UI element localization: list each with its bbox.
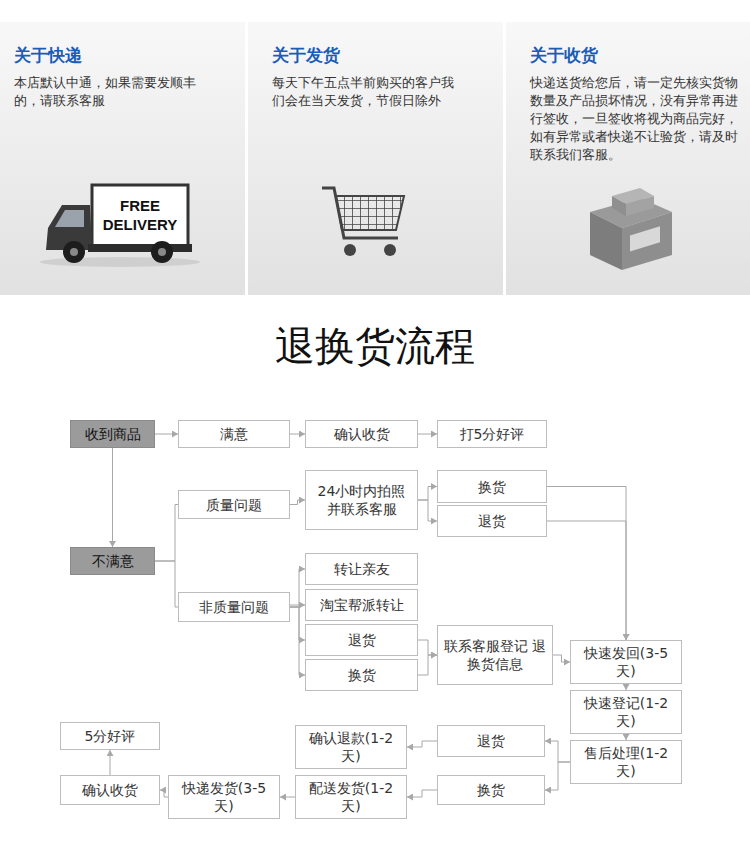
start-box: 收到商品 [70,420,155,448]
box-text: 淘宝帮派转让 [320,596,404,614]
process-box: 联系客服登记 退换货信息 [437,625,553,685]
box-text: 退货 [477,732,505,750]
flow-arrow [110,750,111,775]
panel-ground [248,22,503,295]
box-text: 确认退款(1-2天) [300,729,402,765]
flow-arrow [418,487,437,501]
flow-arrow [112,448,113,547]
panel-heading: 关于发货 [272,44,503,66]
truck-sign: FREE DELIVERY [94,196,186,234]
box-text: 满意 [220,425,248,443]
process-box: 快速登记(1-2天) [570,690,682,734]
process-box: 退货 [305,624,418,656]
flow-arrow [290,607,305,640]
process-box: 5分好评 [60,722,160,750]
process-box: 确认退款(1-2天) [295,725,407,769]
flow-arrow [155,561,178,607]
process-box: 转让亲友 [305,553,418,585]
truck-illustration [40,185,200,267]
flow-arrow [290,605,305,606]
box-text: 不满意 [92,552,134,570]
box-text: 换货 [478,478,506,496]
process-box: 换货 [305,659,418,691]
flow-arrow [280,797,295,798]
box-text: 换货 [477,781,505,799]
start-box: 不满意 [70,547,155,575]
box-text: 质量问题 [206,496,262,514]
process-box: 非质量问题 [178,592,290,622]
flow-arrow [407,790,437,797]
cart-illustration [322,188,404,256]
process-box: 24小时内拍照 并联系客服 [305,470,418,530]
panel-body: 本店默认中通，如果需要发顺丰的，请联系客服 [14,74,204,110]
box-text: 24小时内拍照 并联系客服 [310,482,413,518]
process-box: 打5分好评 [437,420,547,448]
process-box: 售后处理(1-2天) [570,740,682,784]
panel-heading: 关于收货 [530,44,750,66]
panel-heading: 关于快递 [14,44,245,66]
box-illustration [590,188,672,270]
panel-body: 每天下午五点半前购买的客户我们会在当天发货，节假日除外 [272,74,462,110]
flow-arrow [290,569,305,607]
process-box: 满意 [178,420,290,448]
box-text: 快速登记(1-2天) [575,694,677,730]
box-text: 配送发货(1-2天) [300,779,402,815]
box-text: 快速发回(3-5天) [575,644,677,680]
info-panel: 关于快递本店默认中通，如果需要发顺丰的，请联系客服 [0,22,245,295]
panel-ground [506,22,750,295]
box-text: 联系客服登记 退换货信息 [442,637,548,673]
box-text: 收到商品 [85,425,141,443]
box-text: 退货 [478,512,506,530]
info-panel: 关于发货每天下午五点半前购买的客户我们会在当天发货，节假日除外 [248,22,503,295]
flow-arrow [547,487,626,641]
process-box: 快递发货(3-5天) [168,775,280,819]
flow-arrow [155,505,178,562]
process-box: 快速发回(3-5天) [570,640,682,684]
panel-ground [0,22,245,295]
flow-arrow [545,762,570,790]
flow-arrow [160,790,168,797]
process-box: 换货 [437,775,545,805]
process-box: 质量问题 [178,490,290,519]
flow-arrow [418,500,437,521]
box-text: 快递发货(3-5天) [173,779,275,815]
flow-arrow [553,655,570,662]
box-text: 5分好评 [85,727,136,745]
flow-arrow [545,741,570,762]
flow-arrow [290,500,305,505]
flow-arrow [418,434,437,435]
box-text: 确认收货 [82,781,138,799]
process-box: 退货 [437,725,545,757]
process-box: 淘宝帮派转让 [305,589,418,621]
flow-arrow [407,741,437,747]
box-text: 退货 [348,631,376,649]
process-box: 换货 [437,470,547,503]
info-panel: 关于收货快递送货给您后，请一定先核实货物数量及产品损坏情况，没有异常再进行签收，… [506,22,750,295]
process-box: 配送发货(1-2天) [295,775,407,819]
diagram-title: 退换货流程 [0,322,750,370]
process-box: 确认收货 [305,420,418,448]
box-text: 售后处理(1-2天) [575,744,677,780]
box-text: 确认收货 [334,425,390,443]
box-text: 非质量问题 [199,598,269,616]
process-box: 退货 [437,505,547,537]
flow-arrow [155,434,178,435]
box-text: 转让亲友 [334,560,390,578]
flow-arrow [418,640,437,655]
box-text: 打5分好评 [460,425,525,443]
process-box: 确认收货 [60,775,160,805]
flow-arrow [418,655,437,675]
flow-arrow [290,607,305,675]
flow-arrow [547,521,626,640]
box-text: 换货 [348,666,376,684]
panel-body: 快递送货给您后，请一定先核实货物数量及产品损坏情况，没有异常再进行签收，一旦签收… [530,74,742,164]
flow-arrow [290,434,305,435]
